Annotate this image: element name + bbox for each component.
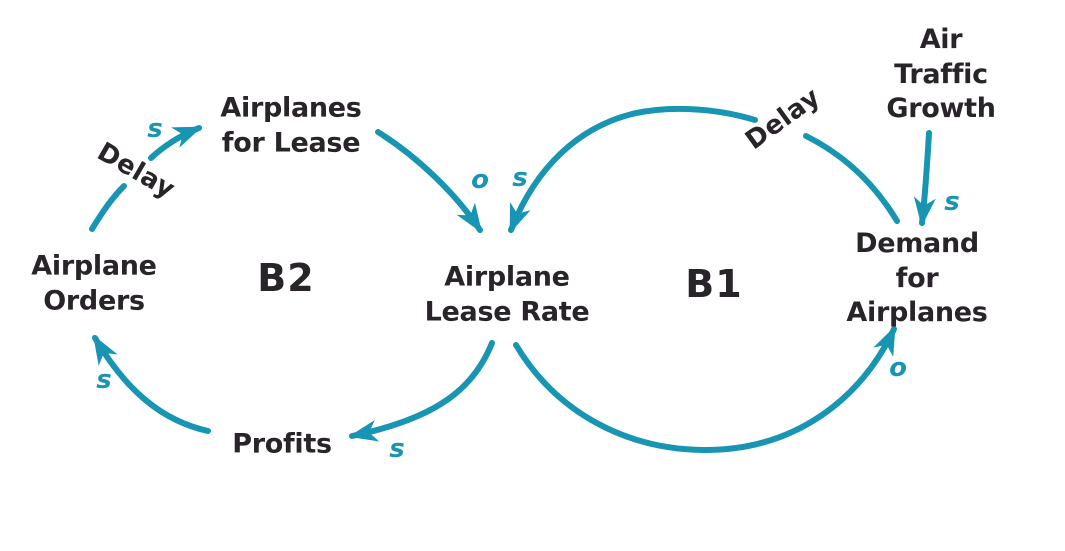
arrow-orders-to-lease-seg2 <box>148 125 203 161</box>
polarity-o-lease-to-rate: o <box>471 165 489 195</box>
node-airplane-orders: Airplane Orders <box>31 250 157 316</box>
loop-label-b1: B1 <box>685 262 743 306</box>
polarity-s-demand-to-rate: s <box>512 163 528 193</box>
arrow-lease-to-rate <box>375 129 483 234</box>
arrow-demand-to-rate-seg2 <box>508 105 758 234</box>
arrow-demand-to-rate-seg1 <box>803 133 900 224</box>
polarity-s-rate-to-profits: s <box>389 434 405 464</box>
arrow-profits-to-orders <box>92 334 211 434</box>
node-air-traffic-growth: Air Traffic Growth <box>886 24 996 125</box>
polarity-o-rate-to-demand: o <box>889 353 907 383</box>
polarity-s-orders-to-lease: s <box>147 114 163 144</box>
loop-label-b2: B2 <box>257 256 315 300</box>
arrow-atg-to-demand <box>913 130 936 227</box>
node-demand-for-airplanes: Demand for Airplanes <box>846 228 988 329</box>
node-profits: Profits <box>232 428 332 460</box>
polarity-s-atg-to-demand: s <box>944 187 960 217</box>
arrow-orders-to-lease-seg1 <box>89 183 127 232</box>
node-airplanes-for-lease: Airplanes for Lease <box>220 92 362 158</box>
polarity-s-profits-to-orders: s <box>96 365 112 395</box>
arrow-rate-to-profits <box>348 340 495 442</box>
arrow-rate-to-demand <box>513 325 897 454</box>
node-airplane-lease-rate: Airplane Lease Rate <box>424 261 590 327</box>
